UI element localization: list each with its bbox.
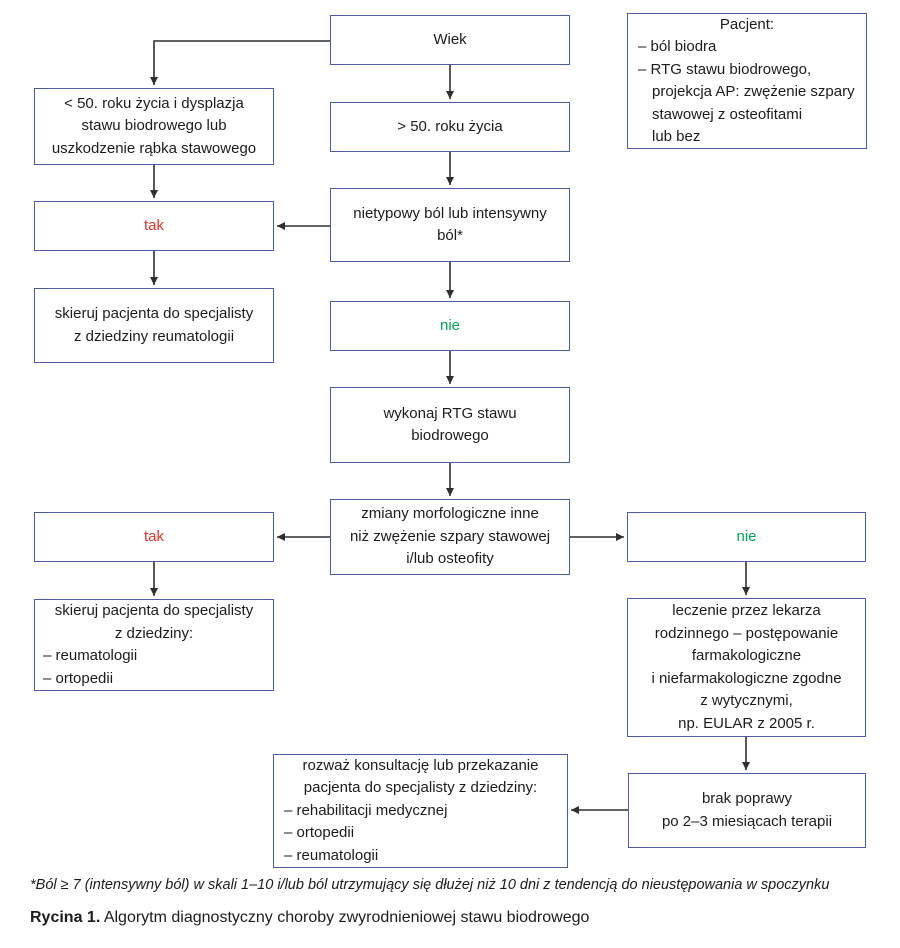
node-skieruj-specjalista-item: – ortopedii <box>43 669 114 687</box>
node-rozwaz-konsultacje-list: – rehabilitacji medycznej – ortopedii – … <box>284 800 557 868</box>
node-pacjent-list: – ból biodra – RTG stawu biodrowego, pro… <box>638 36 856 149</box>
footnote: *Ból ≥ 7 (intensywny ból) w skali 1–10 i… <box>30 877 830 893</box>
node-tak-2: tak <box>34 512 274 562</box>
node-nie-1: nie <box>330 301 570 351</box>
node-pacjent-item: – RTG stawu biodrowego, projekcja AP: zw… <box>638 60 855 146</box>
node-rozwaz-konsultacje-head: rozważ konsultację lub przekazanie pacje… <box>302 756 539 797</box>
figure-caption: Rycina 1. Algorytm diagnostyczny choroby… <box>30 909 890 927</box>
node-skieruj-specjalista-list: – reumatologii – ortopedii <box>43 645 265 690</box>
node-wykonaj-rtg-label: wykonaj RTG stawu biodrowego <box>383 404 517 445</box>
node-skieruj-specjalista: skieruj pacjenta do specjalisty z dziedz… <box>34 599 274 691</box>
node-under50: < 50. roku życia i dysplazja stawu biodr… <box>34 88 274 165</box>
node-rozwaz-konsultacje-item: – ortopedii <box>284 824 355 842</box>
node-wiek: Wiek <box>330 15 570 65</box>
node-tak-1-label: tak <box>143 216 164 234</box>
figure-caption-text: Algorytm diagnostyczny choroby zwyrodnie… <box>100 909 590 926</box>
node-brak-poprawy-label: brak poprawy po 2–3 miesiącach terapii <box>661 790 833 830</box>
node-over50: > 50. roku życia <box>330 102 570 152</box>
node-pacjent-item: – ból biodra <box>638 38 717 55</box>
node-rozwaz-konsultacje: rozważ konsultację lub przekazanie pacje… <box>273 754 568 868</box>
node-skieruj-reumatologia-label: skieruj pacjenta do specjalisty z dziedz… <box>54 305 254 345</box>
node-leczenie-lekarz-label: leczenie przez lekarza rodzinnego – post… <box>651 602 842 732</box>
node-rozwaz-konsultacje-item: – rehabilitacji medycznej <box>284 801 448 819</box>
node-over50-label: > 50. roku życia <box>397 117 503 135</box>
node-skieruj-specjalista-item: – reumatologii <box>43 647 138 664</box>
arrow-wiek-to-under50 <box>150 40 330 85</box>
node-leczenie-lekarz: leczenie przez lekarza rodzinnego – post… <box>627 598 866 737</box>
node-tak-1: tak <box>34 201 274 251</box>
node-nie-1-label: nie <box>439 316 461 334</box>
node-tak-2-label: tak <box>143 527 164 545</box>
node-nie-2-label: nie <box>736 527 757 545</box>
node-zmiany-morfologiczne-label: zmiany morfologiczne inne niż zwężenie s… <box>349 505 551 568</box>
node-rozwaz-konsultacje-item: – reumatologii <box>284 846 379 864</box>
node-zmiany-morfologiczne: zmiany morfologiczne inne niż zwężenie s… <box>330 499 570 575</box>
node-skieruj-reumatologia: skieruj pacjenta do specjalisty z dziedz… <box>34 288 274 363</box>
figure-caption-label: Rycina 1. <box>30 909 101 926</box>
node-wiek-label: Wiek <box>433 30 467 48</box>
node-nietypowy-bol: nietypowy ból lub intensywny ból* <box>330 188 570 262</box>
node-brak-poprawy: brak poprawy po 2–3 miesiącach terapii <box>628 773 866 848</box>
node-pacjent-title: Pacjent: <box>719 15 775 33</box>
node-nietypowy-bol-label: nietypowy ból lub intensywny ból* <box>353 204 547 245</box>
node-wykonaj-rtg: wykonaj RTG stawu biodrowego <box>330 387 570 463</box>
node-pacjent: Pacjent: – ból biodra – RTG stawu biodro… <box>627 13 867 149</box>
node-under50-label: < 50. roku życia i dysplazja stawu biodr… <box>51 94 257 157</box>
node-nie-2: nie <box>627 512 866 562</box>
node-skieruj-specjalista-head: skieruj pacjenta do specjalisty z dziedz… <box>54 602 254 642</box>
